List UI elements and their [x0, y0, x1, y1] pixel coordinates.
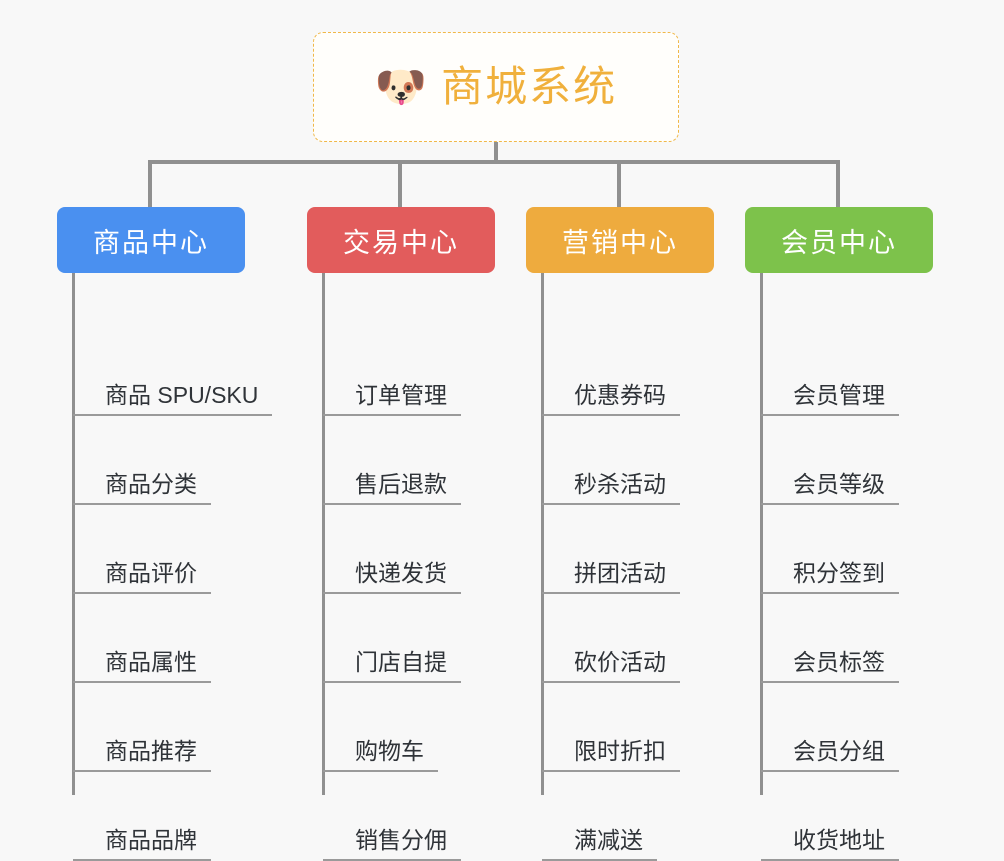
- leaf-item[interactable]: 满减送: [542, 823, 657, 861]
- leaf-item[interactable]: 积分签到: [761, 556, 899, 594]
- leaf-item[interactable]: 商品推荐: [73, 734, 211, 772]
- leaf-item-label: 商品评价: [73, 560, 211, 594]
- leaf-item[interactable]: 快递发货: [323, 556, 461, 594]
- leaf-item[interactable]: 会员等级: [761, 467, 899, 505]
- connector-horizontal-bar: [150, 160, 840, 164]
- leaf-item-label: 商品 SPU/SKU: [73, 382, 273, 416]
- root-node[interactable]: 🐶 商城系统: [313, 32, 679, 142]
- shiba-dog-face-icon: 🐶: [374, 63, 428, 110]
- leaf-item[interactable]: 购物车: [323, 734, 438, 772]
- leaf-item-label: 会员标签: [761, 649, 899, 683]
- leaf-item-label: 快递发货: [323, 560, 461, 594]
- leaf-item[interactable]: 限时折扣: [542, 734, 680, 772]
- leaf-item[interactable]: 拼团活动: [542, 556, 680, 594]
- branch-header-label: 商品中心: [93, 227, 209, 258]
- leaf-item[interactable]: 商品分类: [73, 467, 211, 505]
- leaf-item-label: 门店自提: [323, 649, 461, 683]
- leaf-item-label: 优惠券码: [542, 382, 680, 416]
- leaf-item-label: 商品分类: [73, 471, 211, 505]
- branch-spine-1: [72, 273, 75, 795]
- branch-column-1: 商品中心商品 SPU/SKU 商品分类商品评价商品属性商品推荐商品品牌: [57, 207, 273, 861]
- leaf-item-label: 会员管理: [761, 382, 899, 416]
- branch-header-label: 交易中心: [343, 227, 459, 258]
- leaf-item-label: 售后退款: [323, 471, 461, 505]
- branch-column-2: 交易中心订单管理售后退款快递发货门店自提购物车销售分佣: [307, 207, 495, 861]
- leaf-item-label: 订单管理: [323, 382, 461, 416]
- leaf-item-label: 满减送: [542, 827, 657, 861]
- root-title: 商城系统: [441, 63, 618, 110]
- branch-header-1[interactable]: 商品中心: [57, 207, 245, 273]
- leaf-item[interactable]: 收货地址: [761, 823, 899, 861]
- connector-root-stem: [494, 142, 498, 164]
- branch-column-4: 会员中心会员管理会员等级积分签到会员标签会员分组收货地址: [745, 207, 933, 861]
- leaf-item-label: 商品品牌: [73, 827, 211, 861]
- branch-spine-4: [760, 273, 763, 795]
- leaf-item[interactable]: 商品品牌: [73, 823, 211, 861]
- leaf-item-label: 拼团活动: [542, 560, 680, 594]
- leaf-item[interactable]: 门店自提: [323, 645, 461, 683]
- leaf-item[interactable]: 订单管理: [323, 378, 461, 416]
- leaf-item-label: 会员分组: [761, 738, 899, 772]
- leaf-item[interactable]: 售后退款: [323, 467, 461, 505]
- leaf-item-label: 收货地址: [761, 827, 899, 861]
- connector-drop-1: [148, 160, 152, 208]
- branch-header-4[interactable]: 会员中心: [745, 207, 933, 273]
- leaf-item-label: 砍价活动: [542, 649, 680, 683]
- leaf-item-label: 销售分佣: [323, 827, 461, 861]
- connector-drop-2: [398, 160, 402, 208]
- branch-header-3[interactable]: 营销中心: [526, 207, 714, 273]
- leaf-item-label: 商品推荐: [73, 738, 211, 772]
- branch-header-label: 营销中心: [562, 227, 678, 258]
- leaf-item[interactable]: 销售分佣: [323, 823, 461, 861]
- leaf-item[interactable]: 会员标签: [761, 645, 899, 683]
- leaf-item[interactable]: 会员管理: [761, 378, 899, 416]
- branch-header-2[interactable]: 交易中心: [307, 207, 495, 273]
- leaf-item-label: 秒杀活动: [542, 471, 680, 505]
- connector-drop-4: [836, 160, 840, 208]
- leaf-item[interactable]: 商品 SPU/SKU: [73, 378, 273, 416]
- leaf-item[interactable]: 商品属性: [73, 645, 211, 683]
- leaf-item-label: 会员等级: [761, 471, 899, 505]
- leaf-item-label: 商品属性: [73, 649, 211, 683]
- leaf-item[interactable]: 优惠券码: [542, 378, 680, 416]
- leaf-item[interactable]: 秒杀活动: [542, 467, 680, 505]
- connector-drop-3: [617, 160, 621, 208]
- branch-spine-2: [322, 273, 325, 795]
- branch-spine-3: [541, 273, 544, 795]
- mindmap-canvas: 🐶 商城系统 商品中心商品 SPU/SKU 商品分类商品评价商品属性商品推荐商品品…: [57, 32, 933, 861]
- leaf-item[interactable]: 会员分组: [761, 734, 899, 772]
- leaf-item-label: 限时折扣: [542, 738, 680, 772]
- leaf-item[interactable]: 砍价活动: [542, 645, 680, 683]
- leaf-item-label: 购物车: [323, 738, 438, 772]
- branch-header-label: 会员中心: [781, 227, 897, 258]
- branch-column-3: 营销中心优惠券码秒杀活动拼团活动砍价活动限时折扣满减送: [526, 207, 714, 861]
- leaf-item-label: 积分签到: [761, 560, 899, 594]
- leaf-item[interactable]: 商品评价: [73, 556, 211, 594]
